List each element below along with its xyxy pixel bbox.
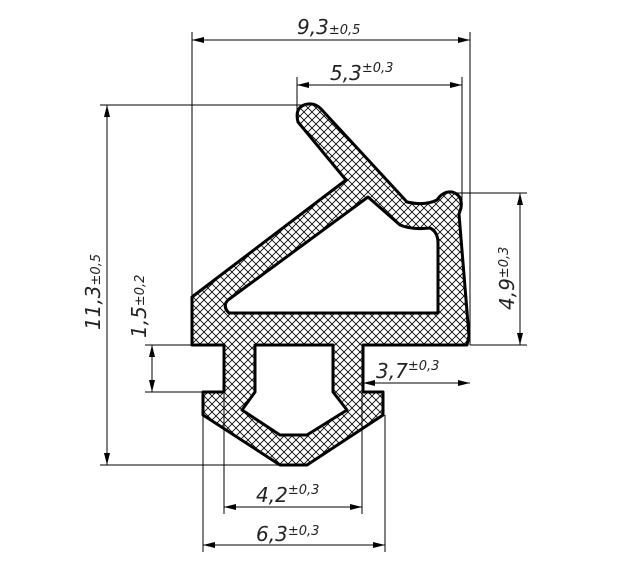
dimension-lines [104, 37, 523, 548]
dim-label-overall-width: 9,3±0,5 [297, 15, 360, 39]
dim-label-stem-width: 4,2±0,3 [256, 483, 319, 507]
dim-label-upper-height: 4,9±0,3 [495, 247, 519, 310]
dim-label-flange-offset: 3,7±0,3 [376, 359, 439, 383]
seal-profile [190, 102, 471, 467]
dim-label-step-height: 1,5±0,2 [127, 275, 151, 338]
extension-lines [100, 32, 527, 552]
dim-label-base-width: 6,3±0,3 [256, 522, 319, 546]
dim-label-lip-width: 5,3±0,3 [330, 61, 393, 85]
dim-label-overall-height: 11,3±0,5 [81, 254, 105, 330]
